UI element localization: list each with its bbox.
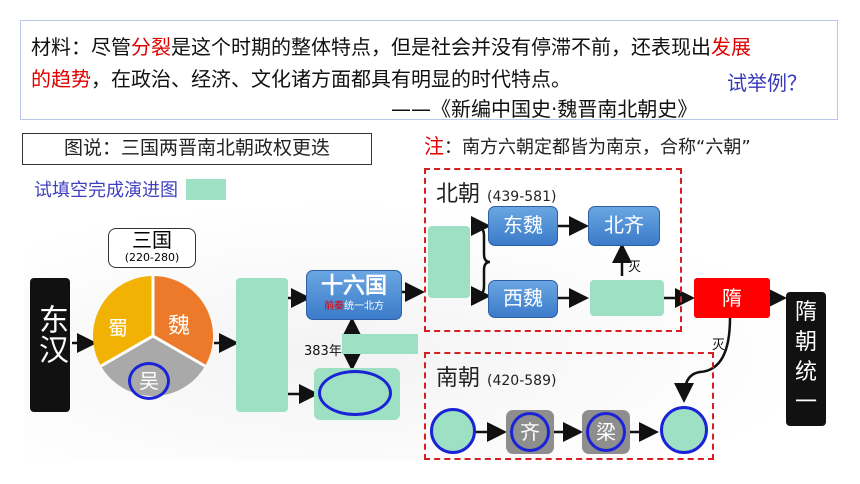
node-dongwei: 东魏 [488, 206, 558, 246]
fill-hint: 试填空完成演进图 [34, 176, 226, 203]
nanchao-region [424, 352, 714, 460]
node-qi: 齐 [510, 412, 550, 452]
node-label: 东汉 [33, 304, 68, 364]
question-prompt: 试举例？ [727, 71, 807, 95]
nanchao-years: (420-589) [487, 373, 557, 389]
nanchao-title: 南朝 (420-589) [436, 360, 556, 392]
diagram-caption: 图说：三国两晋南北朝政权更迭 [22, 133, 372, 165]
sanguo-label: 三国 (220-280) [108, 228, 196, 268]
shiliuguo-sub-red: 前秦 [324, 301, 344, 312]
node-sui: 隋 [694, 278, 770, 318]
node-donghan: 东汉 [30, 278, 70, 412]
sanguo-years: (220-280) [124, 251, 180, 264]
note-prefix: 注 [424, 134, 444, 158]
beichao-title: 北朝 (439-581) [436, 176, 556, 208]
note-body: ：南方六朝定都皆为南京，合称“六朝” [444, 137, 751, 158]
node-liang: 梁 [586, 412, 626, 452]
node-qi-box: 齐 [506, 410, 554, 454]
blank-feishui[interactable] [342, 334, 418, 354]
quote-box: 材料：尽管分裂是这个时期的整体特点，但是社会并没有停滞不前，还表现出发展 的趋势… [20, 20, 838, 121]
beichao-region [424, 168, 682, 332]
quote-highlight: 的趋势 [31, 67, 91, 91]
quote-text: 材料：尽管 [31, 35, 131, 59]
blank-xijin[interactable] [236, 278, 288, 412]
node-xiwei: 西魏 [488, 280, 558, 318]
blank-dongjin-box [314, 368, 400, 420]
beichao-years: (439-581) [487, 189, 557, 205]
quote-line-1: 材料：尽管分裂是这个时期的整体特点，但是社会并没有停滞不前，还表现出发展 [31, 31, 751, 60]
quote-text: ，在政治、经济、文化诸方面都具有明显的时代特点。 [91, 67, 571, 91]
quote-line-2: 的趋势，在政治、经济、文化诸方面都具有明显的时代特点。 [31, 63, 571, 92]
blank-legend-swatch [185, 179, 226, 203]
sanguo-pie [92, 276, 214, 397]
pie-label-wei: 魏 [168, 314, 191, 339]
blank-beizhou[interactable] [590, 280, 664, 316]
pie-label-shu: 蜀 [108, 316, 128, 340]
shiliuguo-sub: 前秦统一北方 [307, 301, 401, 313]
year-383: 383年 [304, 344, 342, 359]
unify-char: 朝 [794, 330, 817, 355]
blank-beiwei[interactable] [428, 226, 470, 298]
quote-source: ——《新编中国史·魏晋南北朝史》 [391, 97, 698, 121]
arrow [674, 317, 732, 403]
node-liang-box: 梁 [582, 410, 630, 454]
quote-highlight: 分裂 [131, 35, 171, 59]
node-shiliuguo: 十六国 前秦统一北方 [306, 270, 402, 320]
node-sui-unify: 隋 朝 统 一 [786, 292, 826, 426]
mie-label-2: 灭 [712, 338, 726, 353]
quote-text: 是这个时期的整体特点，但是社会并没有停滞不前，还表现出 [171, 35, 711, 59]
fill-hint-text: 试填空完成演进图 [34, 180, 178, 201]
node-beiqi: 北齐 [588, 206, 660, 246]
unify-char: 隋 [794, 300, 817, 325]
node-label: 十六国 [320, 274, 387, 299]
blank-chen[interactable] [660, 406, 708, 454]
note-text: 注：南方六朝定都皆为南京，合称“六朝” [424, 130, 751, 159]
pie-label-wu: 吴 [128, 362, 170, 400]
nanchao-name: 南朝 [436, 366, 481, 391]
sanguo-title: 三国 [132, 228, 172, 252]
mie-label-1: 灭 [628, 260, 642, 275]
beichao-name: 北朝 [436, 182, 481, 207]
quote-highlight: 发展 [711, 35, 751, 59]
shiliuguo-sub-text: 统一北方 [344, 301, 384, 312]
blank-dongjin-circle[interactable] [318, 370, 392, 416]
unify-char: 一 [794, 390, 817, 415]
unify-char: 统 [794, 360, 817, 385]
blank-song[interactable] [430, 408, 476, 454]
